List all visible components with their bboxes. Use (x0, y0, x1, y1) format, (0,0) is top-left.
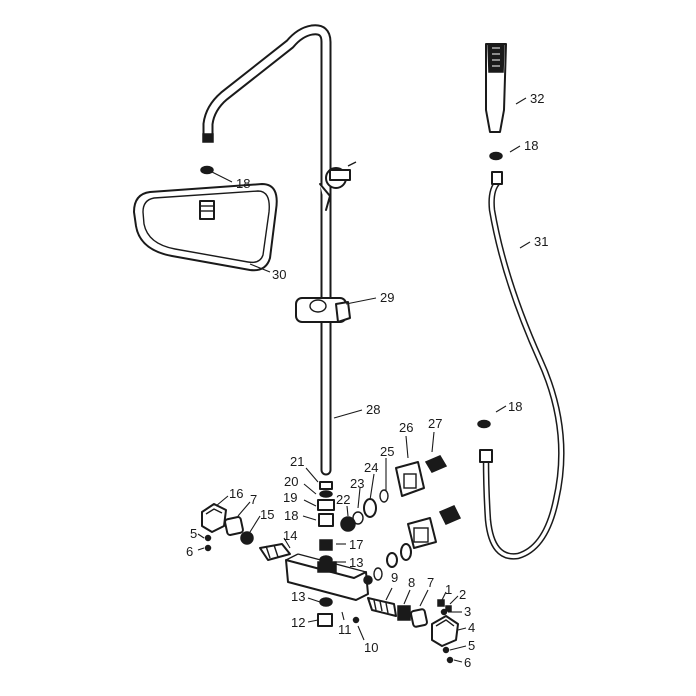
hand-shower-32 (485, 43, 507, 133)
cartridge-9 (367, 597, 397, 617)
label-9: 9 (391, 570, 398, 585)
rain-shower-head-30 (133, 183, 278, 272)
label-18-overhead: 18 (236, 176, 250, 191)
screw-1 (437, 599, 445, 607)
seal-7-left (224, 516, 244, 536)
label-18-hose: 18 (508, 399, 522, 414)
connectors-22-25 (340, 489, 389, 532)
wall-cover-26 (395, 461, 425, 497)
nut-12 (317, 613, 333, 627)
label-24: 24 (364, 460, 378, 475)
label-31: 31 (534, 234, 548, 249)
label-5-left: 5 (190, 526, 197, 541)
label-30: 30 (272, 267, 286, 282)
label-2: 2 (459, 587, 466, 602)
label-12: 12 (291, 615, 305, 630)
label-17: 17 (349, 537, 363, 552)
label-23: 23 (350, 476, 364, 491)
part-labels: 32 18 18 31 30 29 28 18 26 27 25 21 24 2… (186, 91, 548, 670)
left-handle-16 (201, 503, 227, 533)
washer-18-overhead (200, 165, 214, 175)
rail-fittings (317, 481, 335, 565)
hose-31 (479, 171, 565, 560)
thermostat-body-11 (285, 553, 369, 601)
shower-arm (202, 24, 332, 476)
label-21: 21 (290, 454, 304, 469)
screw-6-left (204, 544, 212, 552)
wall-cover-lower (407, 505, 462, 549)
label-20: 20 (284, 474, 298, 489)
screw-5-right (442, 646, 450, 654)
cartridge-15 (240, 531, 254, 545)
seal-7-right (410, 608, 428, 628)
label-28: 28 (366, 402, 380, 417)
label-18-rail: 18 (284, 508, 298, 523)
washer-18-hand (489, 151, 503, 161)
label-18-hand: 18 (524, 138, 538, 153)
screw-5-left (204, 534, 212, 542)
screw-6-right (446, 656, 454, 664)
label-1: 1 (445, 582, 452, 597)
label-19: 19 (283, 490, 297, 505)
label-4: 4 (468, 620, 475, 635)
label-6-left: 6 (186, 544, 193, 559)
slider-29 (295, 297, 351, 323)
label-16: 16 (229, 486, 243, 501)
label-3: 3 (464, 604, 471, 619)
wall-bracket (319, 161, 357, 211)
leader-lines (197, 97, 531, 663)
label-29: 29 (380, 290, 394, 305)
label-11: 11 (338, 622, 352, 637)
label-8: 8 (408, 575, 415, 590)
label-14: 14 (283, 528, 297, 543)
label-10: 10 (364, 640, 378, 655)
label-27: 27 (428, 416, 442, 431)
eccentric-27 (424, 455, 448, 473)
label-25: 25 (380, 444, 394, 459)
connectors-lower (363, 543, 412, 585)
pin-3 (440, 608, 448, 616)
label-13-upper: 13 (349, 555, 363, 570)
washer-13-lower (319, 597, 333, 607)
label-5-right: 5 (468, 638, 475, 653)
label-15: 15 (260, 507, 274, 522)
label-7-left: 7 (250, 492, 257, 507)
label-32: 32 (530, 91, 544, 106)
pin-10 (352, 616, 360, 624)
label-13-lower: 13 (291, 589, 305, 604)
handle-4 (431, 615, 459, 647)
spindle-14 (259, 543, 291, 561)
washer-18-hose (477, 419, 491, 429)
label-6-right: 6 (464, 655, 471, 670)
nut-8 (397, 605, 411, 621)
clip-2 (445, 605, 452, 612)
label-22: 22 (336, 492, 350, 507)
label-26: 26 (399, 420, 413, 435)
label-7-right: 7 (427, 575, 434, 590)
